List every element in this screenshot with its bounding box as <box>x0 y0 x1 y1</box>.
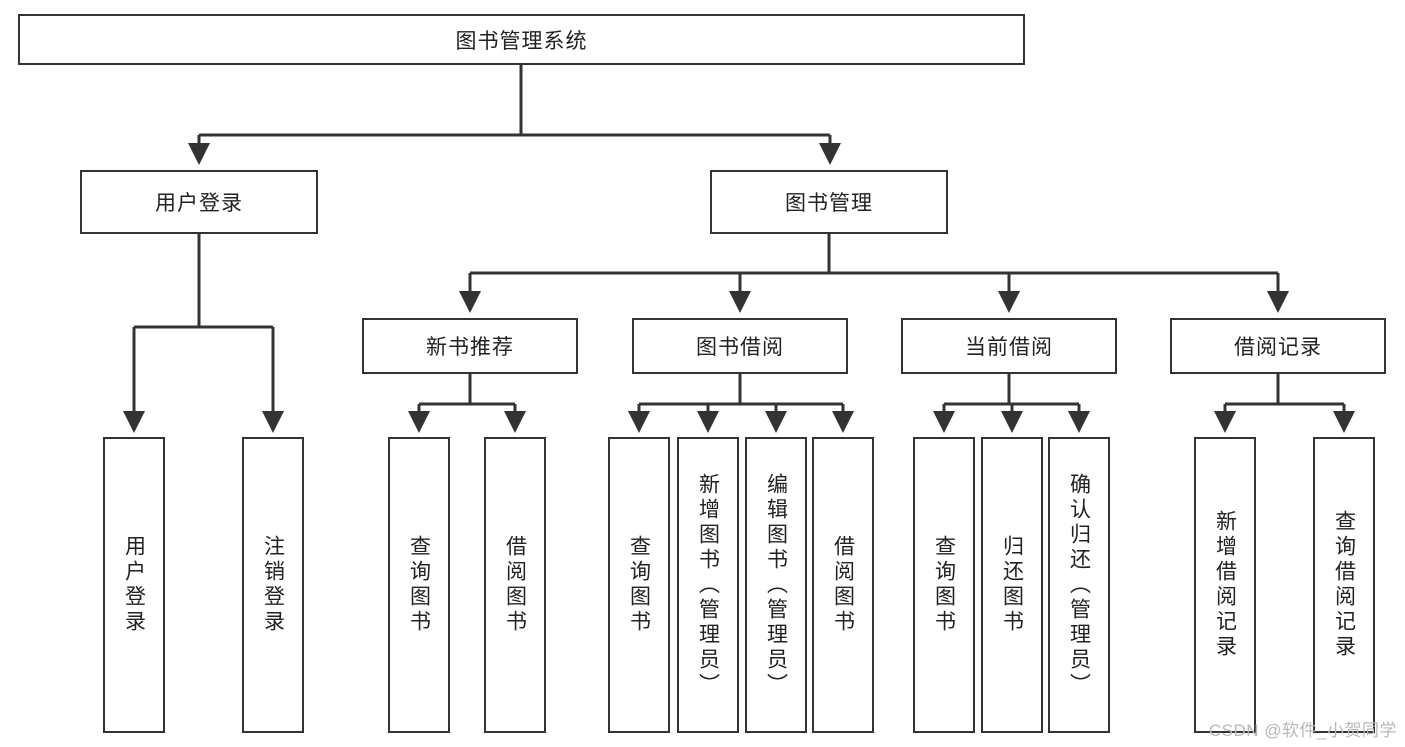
node-leaf-bb-edit-book[interactable]: 编辑图书（管理员） <box>745 437 807 733</box>
node-leaf-bb-borrow-book[interactable]: 借阅图书 <box>812 437 874 733</box>
edge-group-new-book-recommend <box>408 374 526 433</box>
node-leaf-user-logout[interactable]: 注销登录 <box>242 437 304 733</box>
node-leaf-br-query-record[interactable]: 查询借阅记录 <box>1313 437 1375 733</box>
node-leaf-bb-borrow-book-label: 借阅图书 <box>831 535 855 635</box>
node-root-label: 图书管理系统 <box>455 29 588 53</box>
node-leaf-bb-query-book[interactable]: 查询图书 <box>608 437 670 733</box>
edge-group-current-borrow <box>933 374 1090 433</box>
node-leaf-cb-query-book-label: 查询图书 <box>932 535 956 635</box>
node-borrow-record-label: 借阅记录 <box>1234 336 1322 359</box>
node-root[interactable]: 图书管理系统 <box>18 14 1025 65</box>
node-book-manage-label: 图书管理 <box>785 192 873 215</box>
node-new-book-recommend-label: 新书推荐 <box>426 336 514 359</box>
node-book-manage[interactable]: 图书管理 <box>710 170 948 234</box>
node-user-login-label: 用户登录 <box>155 192 243 215</box>
node-leaf-cb-confirm-return[interactable]: 确认归还（管理员） <box>1048 437 1110 733</box>
edge-group-borrow-record <box>1214 374 1355 433</box>
node-leaf-cb-query-book[interactable]: 查询图书 <box>913 437 975 733</box>
node-user-login[interactable]: 用户登录 <box>80 170 318 234</box>
node-current-borrow[interactable]: 当前借阅 <box>901 318 1117 374</box>
csdn-watermark: CSDN @软件_小贺同学 <box>1208 721 1397 740</box>
node-book-borrow-label: 图书借阅 <box>696 336 784 359</box>
edge-group-book-manage <box>459 234 1289 313</box>
node-leaf-bb-add-book[interactable]: 新增图书（管理员） <box>677 437 739 733</box>
node-leaf-cb-confirm-return-label: 确认归还（管理员） <box>1067 472 1091 698</box>
node-leaf-br-add-record[interactable]: 新增借阅记录 <box>1194 437 1256 733</box>
node-leaf-br-add-record-label: 新增借阅记录 <box>1213 510 1237 660</box>
node-leaf-rec-query-book-label: 查询图书 <box>407 535 431 635</box>
node-new-book-recommend[interactable]: 新书推荐 <box>362 318 578 374</box>
node-leaf-cb-return-book[interactable]: 归还图书 <box>981 437 1043 733</box>
node-leaf-bb-query-book-label: 查询图书 <box>627 535 651 635</box>
node-leaf-rec-borrow-book-label: 借阅图书 <box>503 535 527 635</box>
node-leaf-rec-query-book[interactable]: 查询图书 <box>388 437 450 733</box>
node-leaf-bb-edit-book-label: 编辑图书（管理员） <box>764 472 788 698</box>
node-leaf-cb-return-book-label: 归还图书 <box>1000 535 1024 635</box>
node-leaf-rec-borrow-book[interactable]: 借阅图书 <box>484 437 546 733</box>
node-current-borrow-label: 当前借阅 <box>965 336 1053 359</box>
edge-group-book-borrow <box>628 374 854 433</box>
node-borrow-record[interactable]: 借阅记录 <box>1170 318 1386 374</box>
edge-group-root <box>188 65 841 165</box>
node-leaf-user-logout-label: 注销登录 <box>261 535 285 635</box>
node-leaf-user-login[interactable]: 用户登录 <box>103 437 165 733</box>
node-book-borrow[interactable]: 图书借阅 <box>632 318 848 374</box>
node-leaf-user-login-label: 用户登录 <box>122 535 146 635</box>
node-leaf-br-query-record-label: 查询借阅记录 <box>1332 510 1356 660</box>
node-leaf-bb-add-book-label: 新增图书（管理员） <box>696 472 720 698</box>
edge-group-user-login <box>123 234 284 433</box>
